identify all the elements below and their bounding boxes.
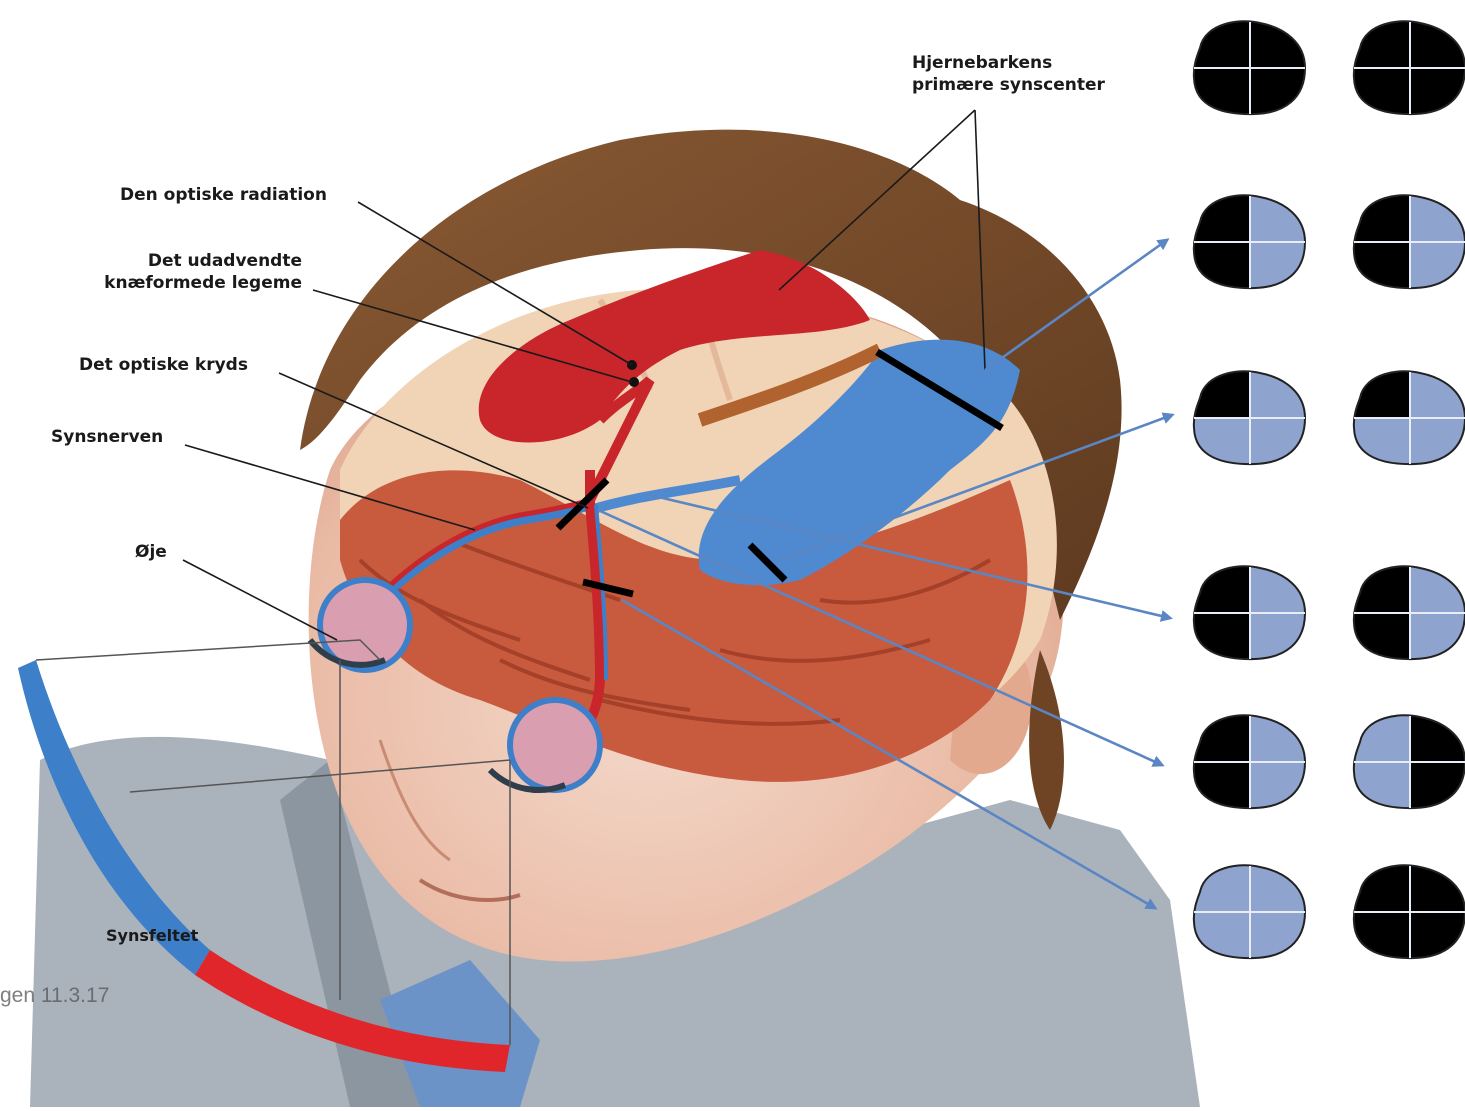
visual-field-row6-left bbox=[1194, 865, 1305, 958]
visual-field-row2-left bbox=[1190, 182, 1305, 302]
visual-field-row3-left bbox=[1190, 358, 1305, 464]
visual-field-row4-left bbox=[1190, 553, 1305, 673]
label-chiasm: Det optiske kryds bbox=[79, 354, 248, 376]
visual-field-row5-right bbox=[1354, 702, 1465, 822]
visual-field-icons bbox=[1190, 8, 1465, 972]
label-radiation: Den optiske radiation bbox=[120, 184, 327, 206]
label-cortex-line2: primære synscenter bbox=[912, 74, 1105, 96]
label-field: Synsfeltet bbox=[106, 925, 198, 947]
visual-field-row4-right bbox=[1350, 553, 1465, 673]
label-nerve: Synsnerven bbox=[51, 426, 163, 448]
label-lgn-line1: Det udadvendte bbox=[88, 250, 302, 272]
label-eye: Øje bbox=[135, 541, 167, 563]
visual-field-row5-left bbox=[1190, 702, 1305, 822]
footer-date: gen 11.3.17 bbox=[0, 984, 109, 1008]
visual-field-row2-right bbox=[1350, 182, 1465, 302]
label-lgn: Det udadvendte knæformede legeme bbox=[88, 250, 302, 294]
visual-field-row6-right bbox=[1350, 852, 1465, 972]
label-cortex-line1: Hjernebarkens bbox=[912, 52, 1105, 74]
visual-field-row3-right bbox=[1350, 358, 1465, 464]
visual-field-row1-right bbox=[1350, 8, 1465, 128]
label-cortex: Hjernebarkens primære synscenter bbox=[912, 52, 1105, 96]
visual-field-row1-left bbox=[1190, 8, 1310, 128]
label-lgn-line2: knæformede legeme bbox=[88, 272, 302, 294]
